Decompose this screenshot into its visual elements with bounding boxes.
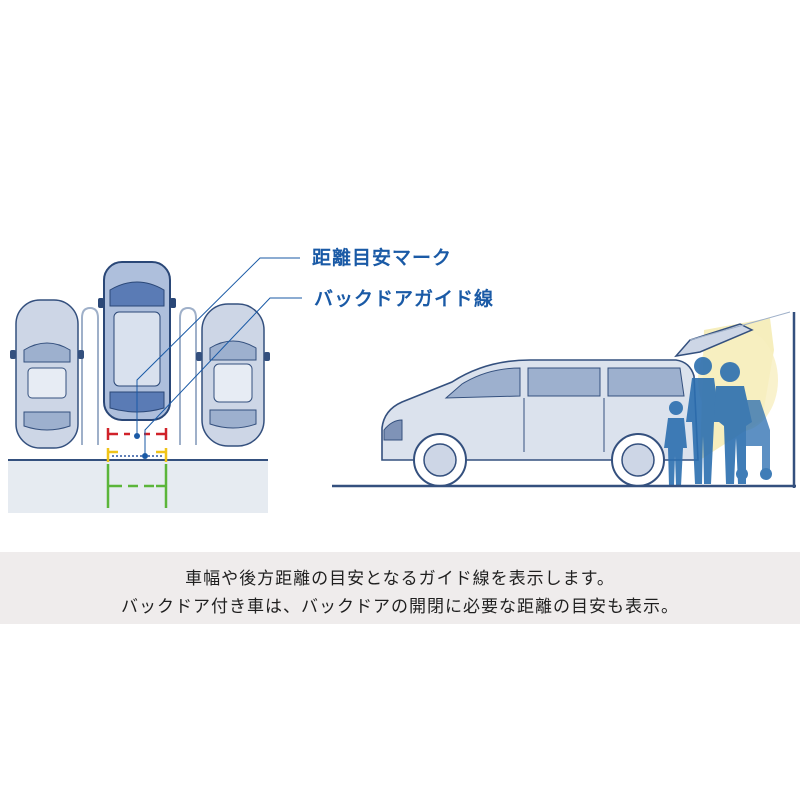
parking-overhead-diagram [8,257,302,513]
backdoor-line-leader [144,297,302,456]
distance-mark-label: 距離目安マーク [312,247,453,269]
distance-mark-red [106,428,168,440]
distance-mark-leader [136,257,300,436]
parked-car-right [196,303,270,447]
caption-line-2: バックドア付き車は、バックドアの開閉に必要な距離の目安も表示。 [121,597,679,617]
parking-divider [81,306,99,445]
people-silhouettes [664,357,772,486]
yellow-guide [106,448,168,462]
reversing-car [98,261,176,421]
green-guide [106,464,168,508]
parking-guide-lines [106,428,168,508]
caption-band: 車幅や後方距離の目安となるガイド線を表示します。 バックドア付き車は、バックドア… [0,552,800,624]
minivan [381,311,791,487]
backdoor-guide-line-label: バックドアガイド線 [314,288,495,310]
side-view-diagram [332,311,796,488]
parking-divider [179,306,197,445]
caption-line-1: 車幅や後方距離の目安となるガイド線を表示します。 [185,569,615,589]
parked-car-left [10,299,84,449]
